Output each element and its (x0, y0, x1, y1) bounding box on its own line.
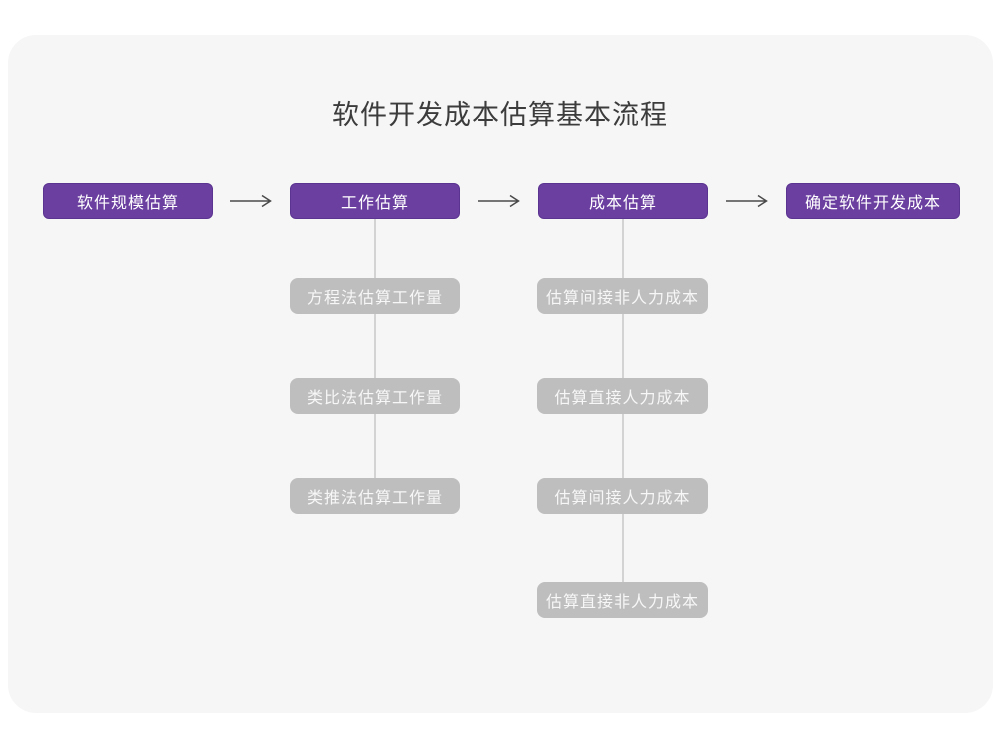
stage-box-determine-dev-cost: 确定软件开发成本 (786, 183, 960, 219)
right-arrow-icon (229, 193, 273, 209)
stage-box-work-estimation: 工作估算 (290, 183, 460, 219)
sub-box-equation-method: 方程法估算工作量 (290, 278, 460, 314)
right-arrow-icon (477, 193, 521, 209)
right-arrow-icon (725, 193, 769, 209)
stage-box-cost-estimation: 成本估算 (538, 183, 708, 219)
sub-box-direct-labor-cost: 估算直接人力成本 (537, 378, 708, 414)
diagram-card (8, 35, 993, 713)
connector-line-work-estimation (374, 219, 376, 496)
sub-box-analogy-method: 类比法估算工作量 (290, 378, 460, 414)
sub-box-indirect-labor-cost: 估算间接人力成本 (537, 478, 708, 514)
stage-box-software-scale-estimation: 软件规模估算 (43, 183, 213, 219)
diagram-title: 软件开发成本估算基本流程 (332, 100, 668, 130)
sub-box-direct-nonlabor-cost: 估算直接非人力成本 (537, 582, 708, 618)
sub-box-indirect-nonlabor-cost: 估算间接非人力成本 (537, 278, 708, 314)
sub-box-extrapolation-method: 类推法估算工作量 (290, 478, 460, 514)
